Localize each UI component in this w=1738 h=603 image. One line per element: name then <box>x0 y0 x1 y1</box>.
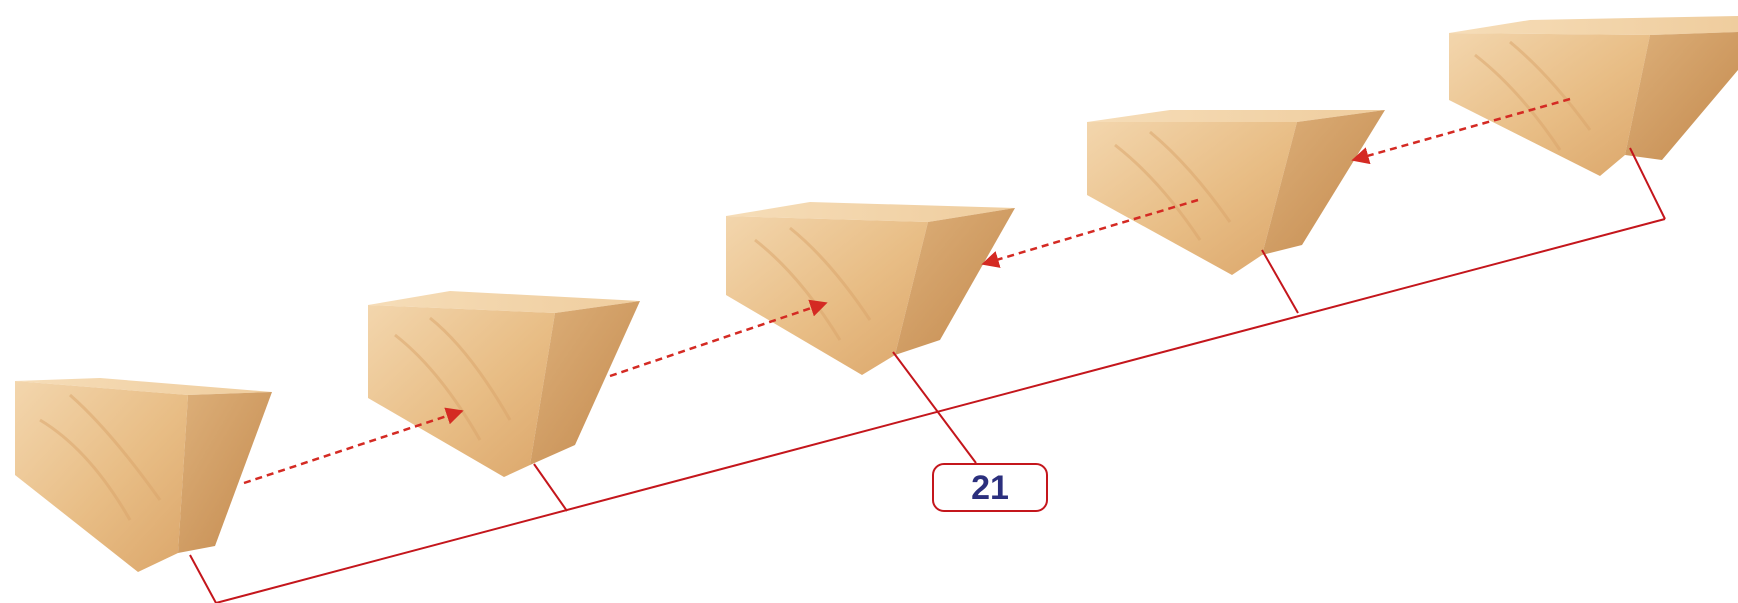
wedge-side-face <box>1262 110 1385 255</box>
wedge-top-face <box>1087 110 1385 122</box>
bracket-tick-2 <box>533 463 568 512</box>
wedge-block-3 <box>726 202 1015 375</box>
motion-arrows <box>243 97 1571 485</box>
group-label-box: 21 <box>932 463 1048 512</box>
wedge-side-face <box>178 392 272 553</box>
wedge-top-face <box>15 378 272 395</box>
wedge-front-face <box>1087 122 1297 275</box>
arrow-2-to-3 <box>609 299 828 378</box>
arrow-4-to-3 <box>981 198 1199 268</box>
group-label: 21 <box>971 468 1009 507</box>
bracket-tick-1 <box>189 554 217 603</box>
wedge-block-2 <box>368 291 640 477</box>
bracket-tick-3 <box>892 351 977 464</box>
wedge-side-face <box>530 301 640 465</box>
arrow-1-to-2 <box>243 407 464 485</box>
wedge-top-face <box>726 202 1015 222</box>
bracket-tick-4 <box>1261 249 1299 314</box>
wedge-block-4 <box>1087 110 1385 275</box>
wedge-front-face <box>1449 33 1650 176</box>
wedge-side-face <box>895 208 1015 355</box>
bracket-base-line <box>215 218 1666 603</box>
wedge-block-5 <box>1449 16 1738 176</box>
wedge-side-face <box>1625 32 1738 160</box>
wedge-top-face <box>368 291 640 313</box>
arrow-5-to-4 <box>1351 97 1571 165</box>
wedge-front-face <box>368 305 555 477</box>
group-bracket <box>189 147 1666 603</box>
wedge-block-1 <box>15 378 272 572</box>
wedge-front-face <box>726 216 928 375</box>
bracket-tick-5 <box>1629 147 1666 220</box>
wedge-top-face <box>1449 16 1738 35</box>
